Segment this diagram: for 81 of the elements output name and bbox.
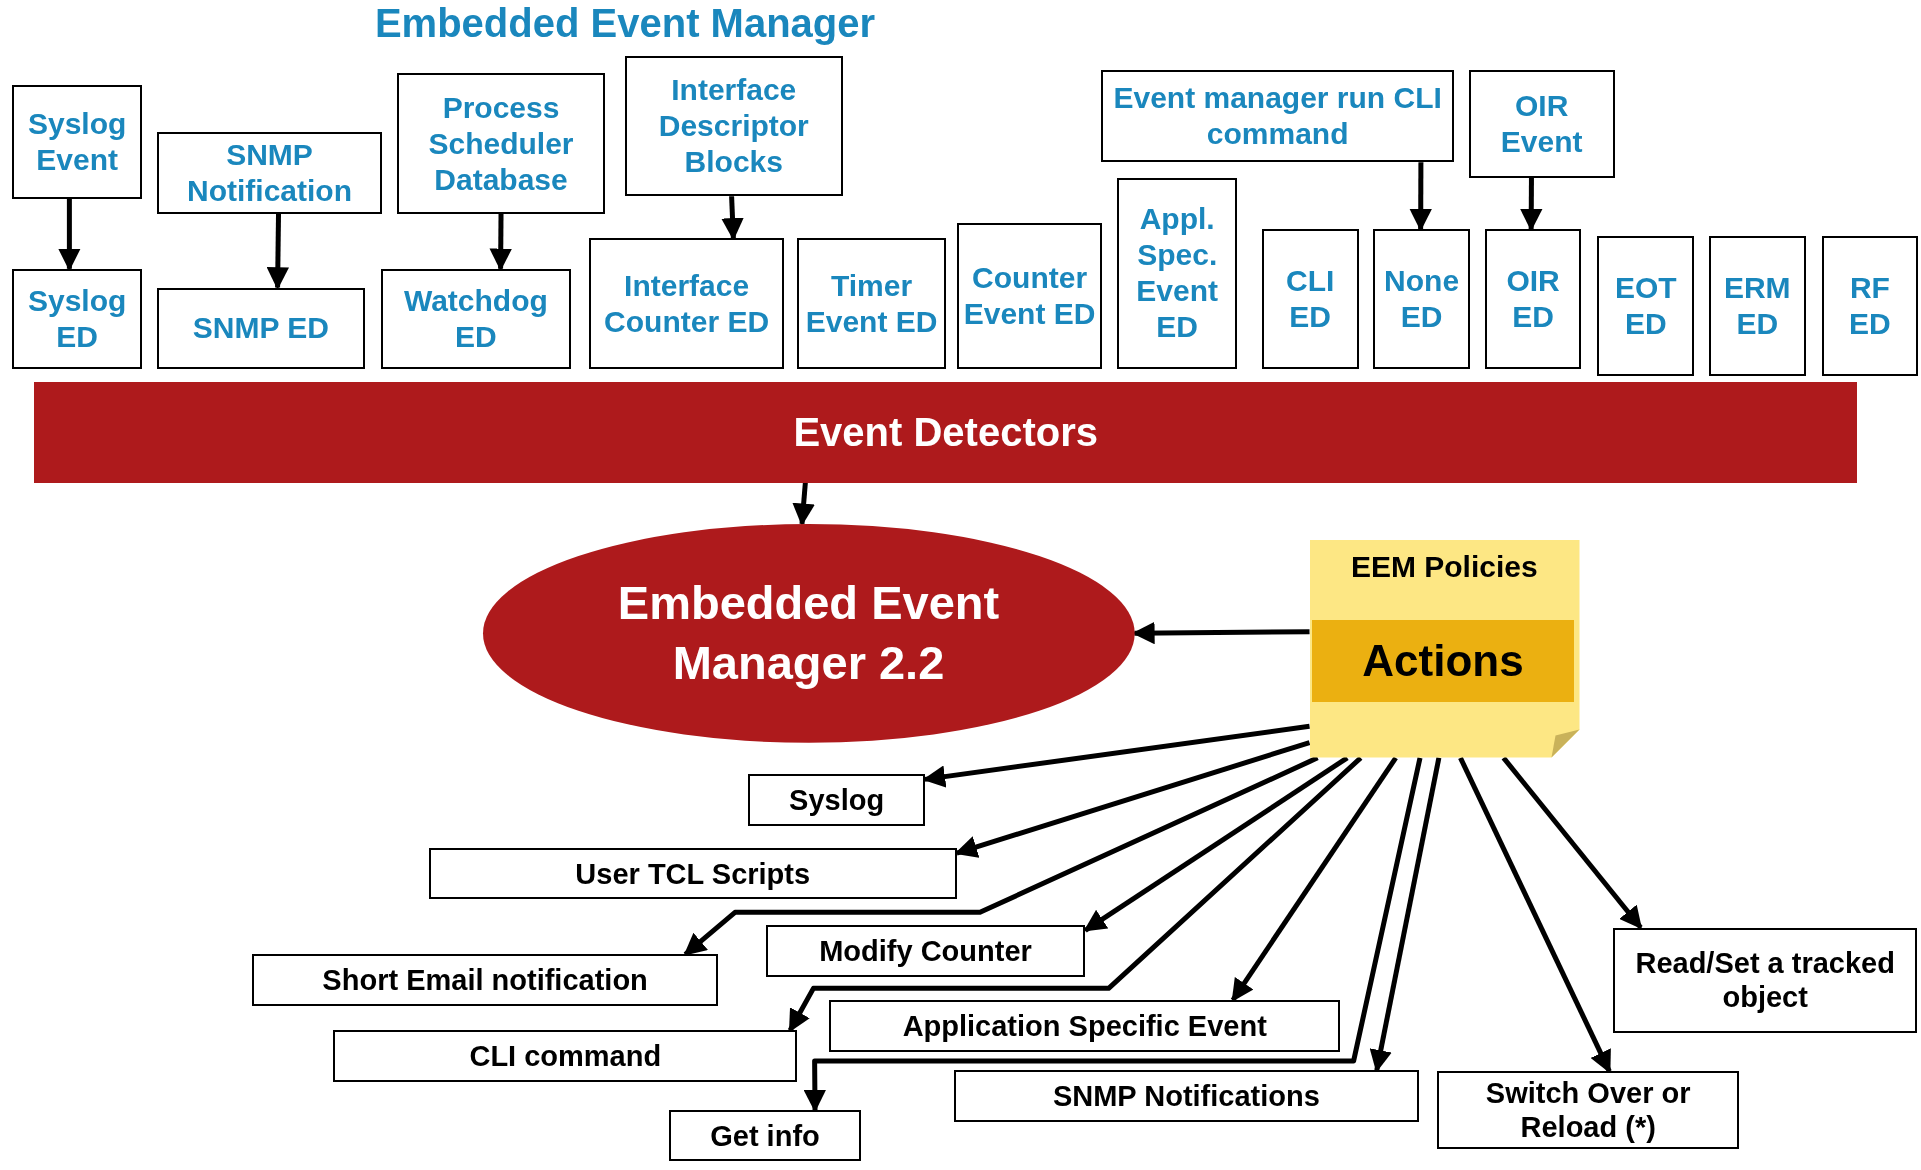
node-label: Event Detectors — [793, 410, 1098, 456]
node-label: Syslog — [789, 782, 885, 817]
node-label: Application Specific Event — [902, 1008, 1267, 1043]
arrow — [792, 482, 815, 527]
arrow — [721, 196, 744, 241]
node-label: SNMP ED — [192, 310, 329, 347]
action-box — [765, 925, 1086, 977]
event-source-box — [1101, 69, 1455, 163]
node-label: Counter Event ED — [962, 260, 1097, 333]
arrow — [266, 213, 290, 290]
event-detectors-bar — [34, 382, 1858, 483]
node-label: None ED — [1383, 263, 1461, 336]
node-label: Syslog ED — [27, 283, 128, 356]
event-source-box — [396, 73, 606, 214]
event-source-box — [1597, 236, 1695, 377]
node-label: Switch Over or Reload (*) — [1484, 1076, 1692, 1144]
action-box — [748, 774, 925, 826]
node-label: CLI command — [469, 1039, 662, 1074]
node-label: Get info — [710, 1118, 820, 1153]
event-source-box — [624, 55, 843, 197]
event-source-box — [156, 131, 383, 214]
action-box — [333, 1030, 798, 1082]
node-label: Process Scheduler Database — [427, 89, 575, 198]
action-box — [829, 1000, 1341, 1052]
arrow — [1520, 177, 1543, 232]
arrow — [803, 757, 1423, 1113]
node-label: Read/Set a tracked object — [1634, 946, 1896, 1015]
diagram-title: Embedded Event Manager — [373, 0, 877, 46]
node-label: User TCL Scripts — [575, 856, 811, 891]
arrow — [1132, 621, 1310, 645]
arrow — [1409, 162, 1432, 232]
arrow — [1369, 757, 1442, 1073]
node-label: SNMP Notification — [186, 136, 353, 209]
event-source-box — [956, 223, 1103, 370]
arrow — [1458, 756, 1612, 1074]
event-source-box — [1821, 236, 1919, 377]
arrow — [787, 756, 1363, 1033]
node-label: SNMP Notifications — [1052, 1078, 1320, 1113]
node-label: Interface Descriptor Blocks — [657, 72, 810, 181]
event-source-box — [797, 238, 946, 370]
event-source-box — [589, 238, 784, 370]
node-label: Interface Counter ED — [603, 267, 771, 340]
actions-box — [1311, 619, 1575, 702]
event-source-box — [12, 85, 143, 199]
event-source-box — [1261, 229, 1359, 370]
event-source-box — [1373, 229, 1470, 370]
event-source-box — [156, 287, 366, 370]
node-label: Event manager run CLI command — [1112, 80, 1443, 153]
action-box — [252, 954, 718, 1006]
node-label: Timer Event ED — [804, 267, 939, 340]
node-label: OIR Event — [1499, 87, 1584, 160]
node-label: Embedded Event Manager 2.2 — [616, 575, 1001, 692]
action-box — [954, 1070, 1419, 1122]
action-box — [1613, 927, 1918, 1033]
arrow — [1501, 756, 1643, 930]
node-label: CLI ED — [1284, 263, 1336, 336]
arrow — [1083, 755, 1349, 933]
node-label: RF ED — [1848, 270, 1892, 343]
action-box — [668, 1110, 862, 1162]
node-label: EOT ED — [1613, 270, 1678, 343]
node-label: Syslog Event — [27, 105, 128, 178]
event-source-box — [1117, 177, 1238, 370]
event-source-box — [1484, 229, 1582, 370]
event-source-box — [1468, 69, 1615, 178]
action-box — [428, 847, 957, 900]
node-label: Watchdog ED — [402, 283, 549, 356]
sticky-note — [1309, 540, 1579, 758]
node-label: Modify Counter — [819, 933, 1032, 968]
manager-ellipse — [482, 523, 1135, 743]
note-heading: EEM Policies — [1350, 550, 1538, 585]
node-label: ERM ED — [1722, 270, 1792, 343]
action-box — [1436, 1071, 1740, 1149]
arrow — [1230, 756, 1398, 1002]
node-label: Short Email notification — [322, 963, 648, 998]
event-source-box — [380, 268, 571, 370]
arrow — [683, 755, 1319, 957]
event-source-box — [12, 268, 143, 370]
node-label: OIR ED — [1505, 263, 1561, 336]
event-source-box — [1708, 236, 1806, 377]
node-label: Appl. Spec. Event ED — [1135, 201, 1220, 346]
node-label: Actions — [1362, 635, 1524, 686]
